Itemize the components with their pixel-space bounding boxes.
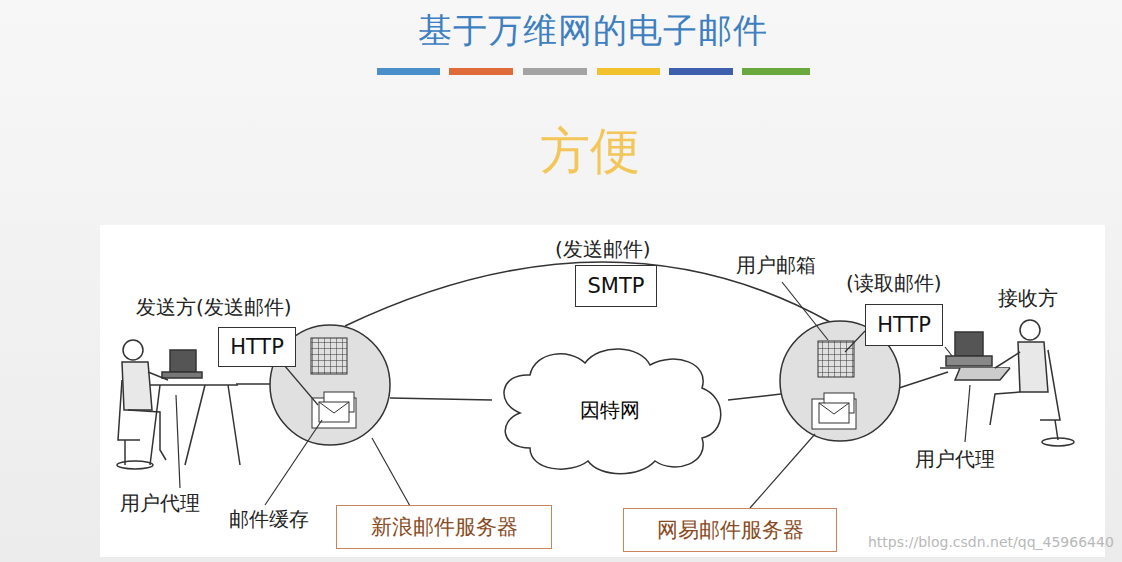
color-bar [377,68,440,75]
node-text: HTTP [230,335,284,359]
party-label: 发送方(发送邮件) [136,294,292,321]
node-text: SMTP [588,274,645,298]
node-text: 新浪邮件服务器 [371,513,518,541]
color-bar [597,68,660,75]
party-label: 接收方 [998,285,1058,312]
node-text: 网易邮件服务器 [657,516,804,544]
node-text: 因特网 [580,397,640,424]
part-label: 邮件缓存 [229,506,309,533]
subtitle: 方便 [540,118,640,185]
protocol-box: SMTP [575,265,657,307]
diagram-ground [100,225,1105,557]
protocol-note: (发送邮件) [555,236,651,263]
color-bar [523,68,587,75]
watermark: https://blog.csdn.net/qq_45966440 [868,534,1114,550]
part-label: 用户邮箱 [736,252,816,279]
protocol-box: HTTP [218,327,296,367]
server-name-box: 新浪邮件服务器 [336,505,552,549]
part-label: 用户代理 [915,446,995,473]
protocol-box: HTTP [865,304,943,346]
color-bar [449,68,513,75]
receiver-figure [940,320,1074,446]
protocol-note: (读取邮件) [846,270,942,297]
color-bar [742,68,810,75]
title: 基于万维网的电子邮件 [418,8,768,54]
color-bar [669,68,733,75]
server-name-box: 网易邮件服务器 [623,508,837,552]
node-text: HTTP [877,313,931,337]
leader-lines [176,282,970,508]
part-label: 用户代理 [120,490,200,517]
internet-cloud: 因特网 [490,343,730,478]
